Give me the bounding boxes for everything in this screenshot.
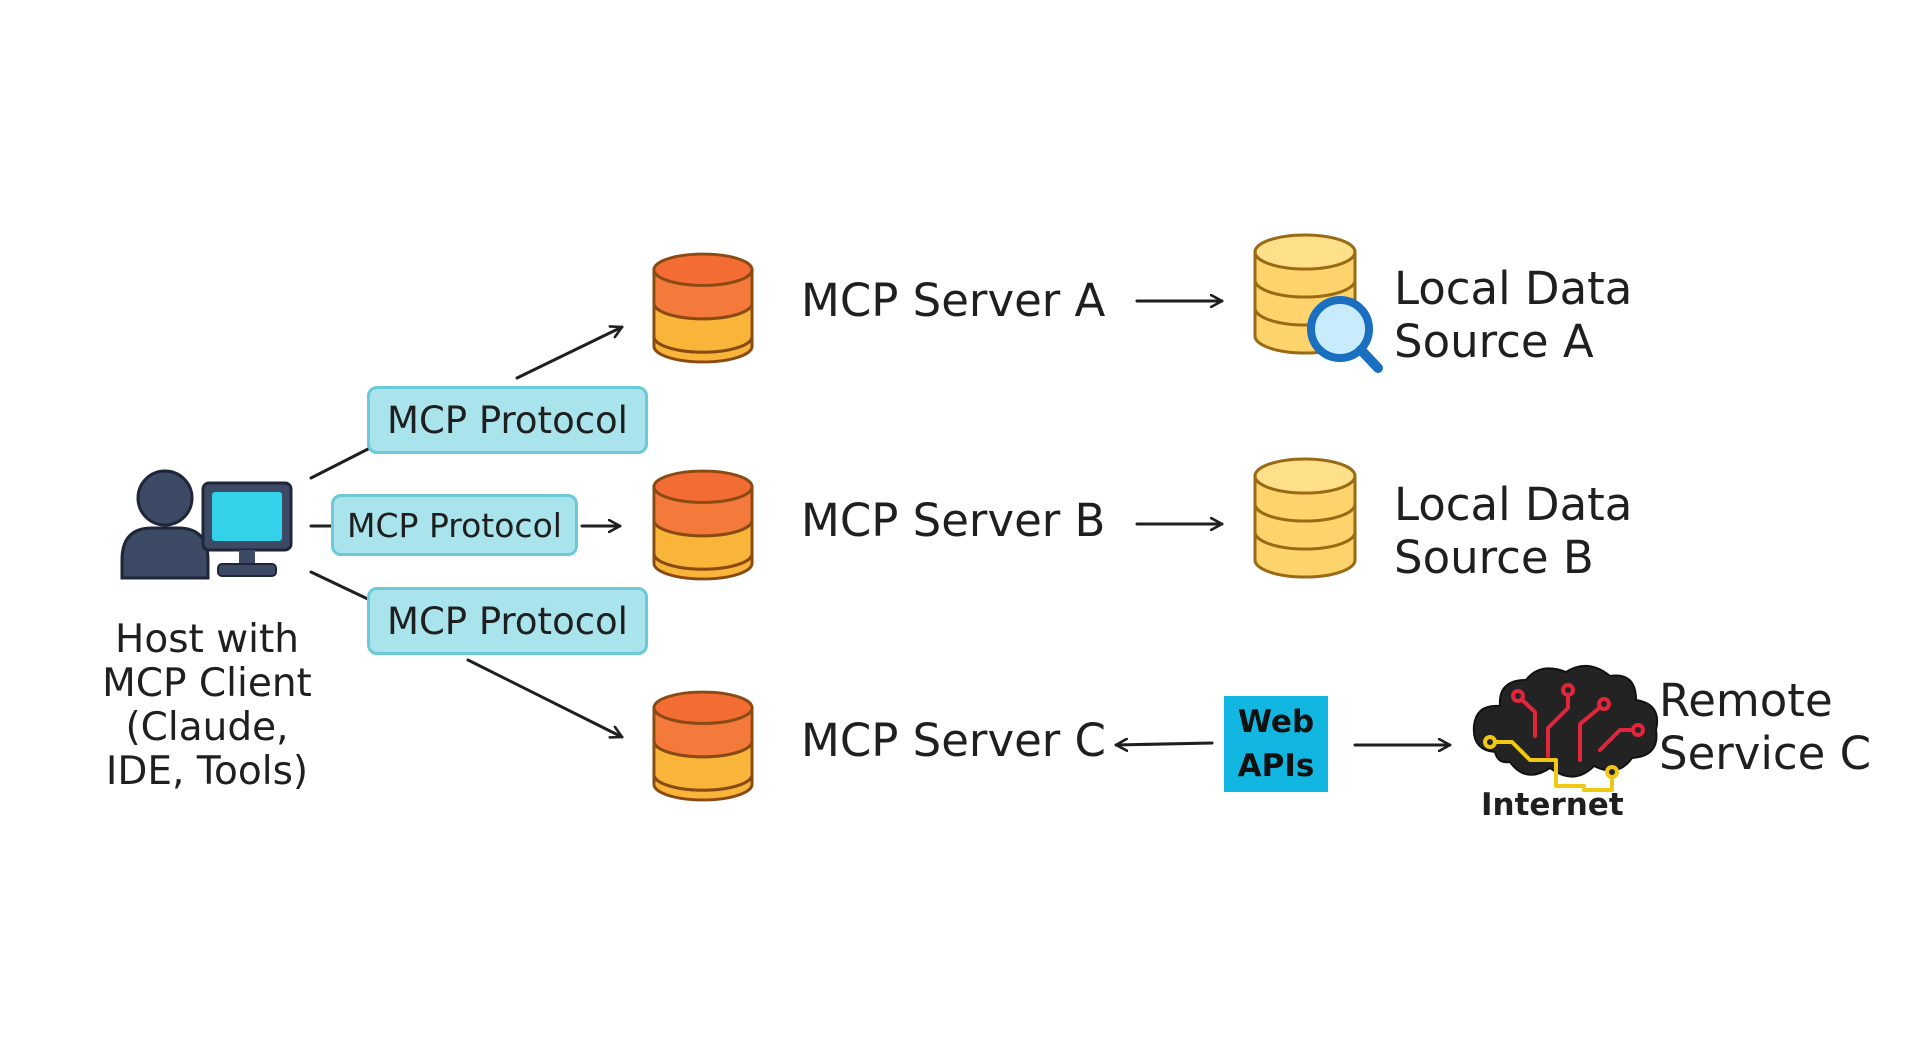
arrow-web-apis-to-server-c [1114,743,1214,745]
source-b-label-line: Local Data [1394,478,1633,531]
server-a-label: MCP Server A [801,274,1106,327]
host-label-line: IDE, Tools) [105,749,309,794]
remote-service-label-line: Service C [1659,727,1872,780]
user-computer-icon [120,469,293,580]
protocol-pill-label: MCP Protocol [347,505,562,545]
source-a-label: Local Data Source A [1394,262,1632,368]
protocol-connectors [309,327,624,737]
remote-service-label: Remote Service C [1659,674,1871,780]
protocol-pill-b: MCP Protocol [331,494,578,556]
source-b-label-line: Source B [1394,531,1594,584]
internet-caption: Internet [1481,787,1624,823]
host-label-line: MCP Client [102,661,312,706]
web-apis-line: Web [1237,704,1315,740]
connector-to-server-a-upper [515,327,624,380]
web-apis-line: APIs [1237,748,1315,784]
server-c-label: MCP Server C [801,714,1106,767]
source-a-label-line: Local Data [1394,262,1633,315]
server-c-database-icon [652,690,754,802]
remote-service-label-line: Remote [1659,674,1833,727]
source-b-database-icon [1253,457,1357,579]
cloud-circuit-icon [1472,665,1658,792]
host-label-line: Host with [115,617,299,662]
server-a-database-icon [652,252,754,364]
protocol-pill-c: MCP Protocol [367,587,648,655]
source-b-label: Local Data Source B [1394,478,1632,584]
connector-to-server-c-lower [466,658,624,737]
connector-to-server-a [309,445,374,480]
protocol-pill-a: MCP Protocol [367,386,648,454]
host-label: Host with MCP Client (Claude, IDE, Tools… [77,618,337,794]
protocol-pill-label: MCP Protocol [387,599,628,643]
server-source-arrows [1114,301,1452,745]
connector-to-server-c [309,570,374,603]
host-label-line: (Claude, [125,705,289,750]
server-b-database-icon [652,469,754,581]
source-a-label-line: Source A [1394,315,1594,368]
magnifier-icon [1307,296,1383,373]
web-apis-box: Web APIs [1224,696,1328,792]
server-b-label: MCP Server B [801,494,1106,547]
protocol-pill-label: MCP Protocol [387,398,628,442]
